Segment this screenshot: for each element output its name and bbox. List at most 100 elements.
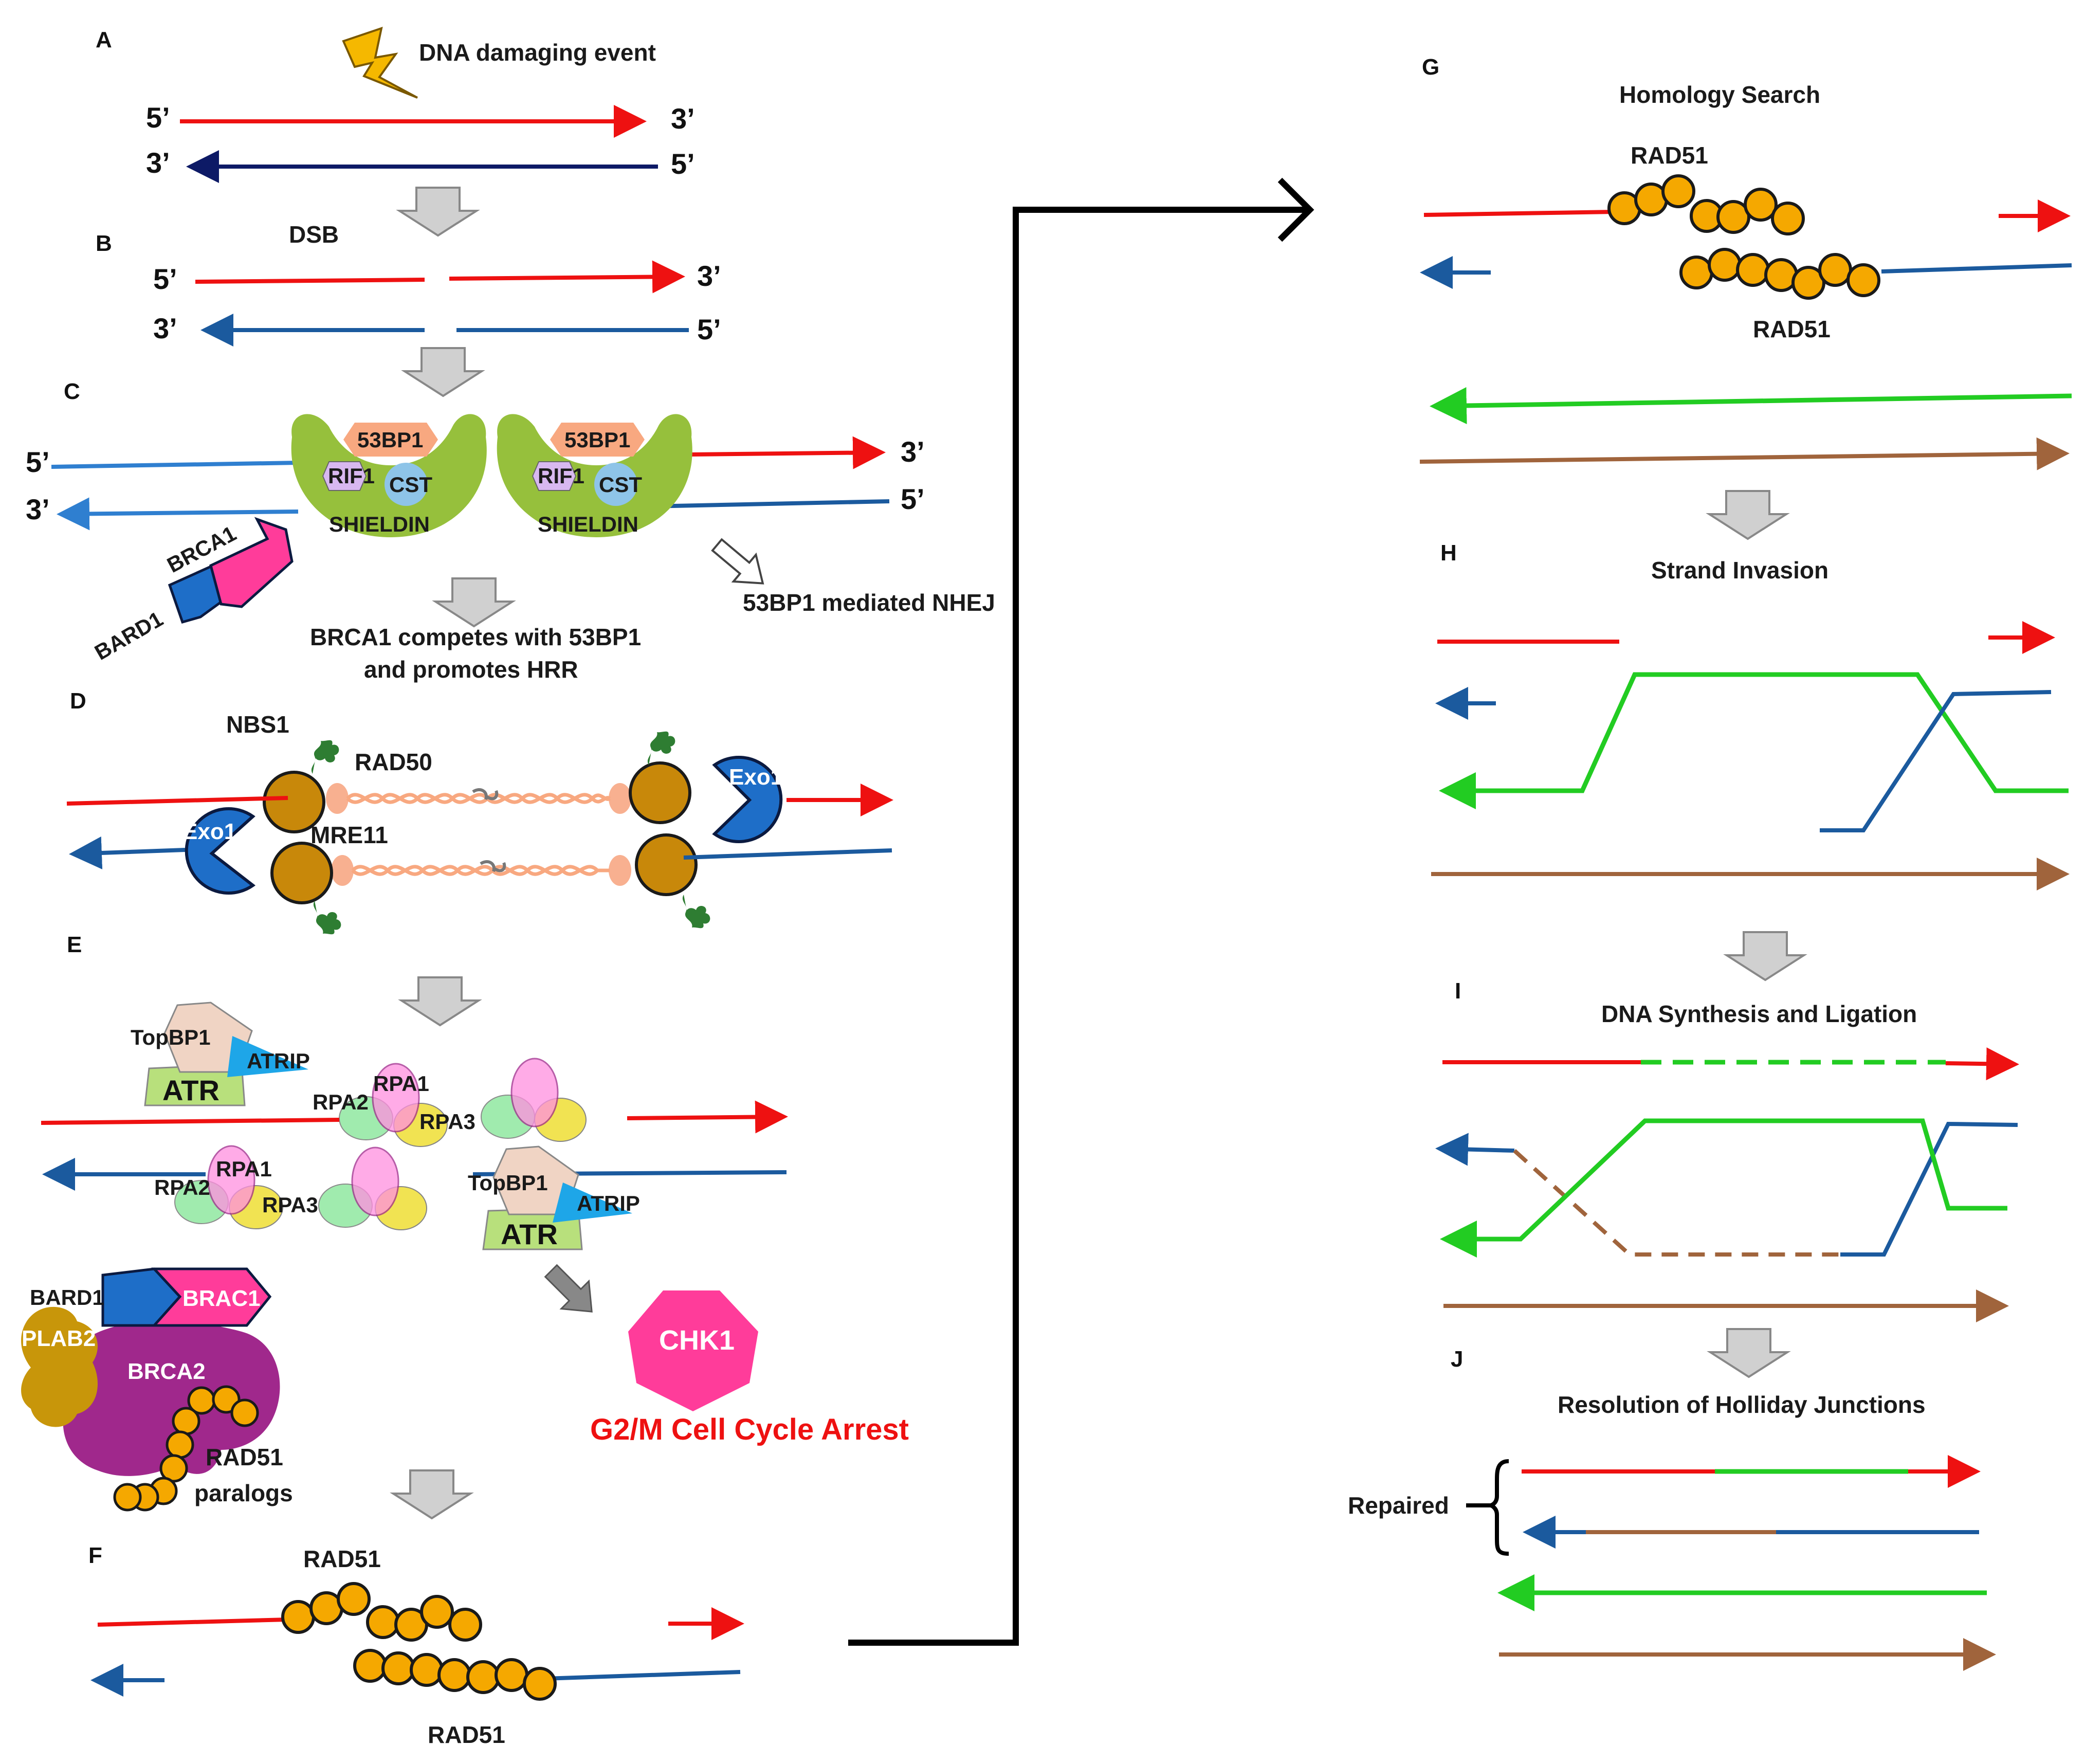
b-bottom-5prime: 5’: [697, 313, 721, 345]
h-green-strand: [1439, 672, 2069, 809]
atrip-shape-top: [227, 1036, 308, 1077]
resolution-title: Resolution of Holliday Junctions: [1558, 1391, 1926, 1418]
g-donor-brown-strand: [1419, 437, 2070, 470]
b-top-5prime: 5’: [153, 263, 177, 295]
g-bottom-right-strand: [1881, 263, 2072, 274]
a-bottom-5prime: 5’: [671, 148, 695, 180]
rad51-label-g-top: RAD51: [1631, 142, 1708, 169]
rad50-coiled-coil-top: [326, 783, 631, 814]
rif1-shape-right: [532, 461, 577, 491]
step-arrow-gh: [1708, 490, 1787, 540]
mre11-globe-bottom-right: [635, 833, 698, 896]
lightning-icon: [342, 26, 418, 99]
exo1-label-right: Exo1: [729, 765, 783, 790]
panel-label-g: G: [1422, 54, 1439, 80]
panel-label-h: H: [1440, 540, 1457, 566]
c-right-5prime: 5’: [901, 483, 925, 515]
e-top-left-strand: [41, 1118, 340, 1125]
rif1-shape-left: [322, 461, 367, 491]
panel-label-f: F: [88, 1543, 102, 1568]
rad51-paralogs-label-1: RAD51: [206, 1444, 283, 1470]
rad51-label-g-bottom: RAD51: [1753, 316, 1831, 342]
plab2-shape: [21, 1306, 98, 1427]
53bp1-hexagon-left: [343, 423, 438, 457]
cst-label-right: CST: [599, 472, 642, 497]
a-bottom-3prime: 3’: [146, 147, 170, 179]
b-bottom-3prime: 3’: [153, 312, 177, 344]
shieldin-label-left: SHIELDIN: [329, 512, 430, 536]
e-top-right-strand: [627, 1100, 788, 1134]
mre11-globe-top-left: [263, 771, 325, 833]
atr-complex-top: TopBP1 ATRIP ATR: [131, 1002, 310, 1106]
b-top-right-strand: [449, 260, 685, 294]
mre11-globe-top-right: [629, 761, 691, 824]
panel-label-d: D: [70, 688, 86, 714]
shieldin-label-right: SHIELDIN: [538, 512, 638, 536]
atrip-shape-bottom: [553, 1183, 632, 1223]
repaired-bracket: [1466, 1459, 1509, 1556]
f-top-left-strand: [97, 1617, 288, 1627]
step-arrow-ij: [1709, 1328, 1788, 1378]
cst-circle-right: [594, 463, 637, 506]
connector-line: [848, 207, 1310, 1646]
nbs1-squiggle-3: [313, 901, 341, 935]
step-arrow-ab: [398, 187, 478, 237]
brca2-complex: BARD1 BRAC1 PLAB2 BRCA2 RAD51 paralogs: [21, 1267, 293, 1510]
shieldin-complex-right: 53BP1 RIF1 CST SHIELDIN: [497, 414, 692, 537]
rif1-label-left: RIF1: [328, 464, 375, 488]
rad51-filament-f-bottom: [355, 1650, 555, 1699]
a-top-3prime: 3’: [671, 102, 695, 135]
brac1-shape: [151, 1267, 272, 1327]
brca2-shape: [62, 1321, 280, 1476]
g-top-left-strand: [1423, 210, 1615, 217]
c-left-5prime: 5’: [26, 446, 50, 478]
i-red-right: [1945, 1047, 2019, 1081]
rpa2-label-bottom: RPA2: [154, 1175, 210, 1199]
rpa1-label-top: RPA1: [373, 1071, 429, 1096]
atr-label-top: ATR: [162, 1074, 220, 1106]
dsb-label: DSB: [289, 221, 339, 248]
c-left-bottom-strand: [57, 497, 299, 531]
rif1-label-right: RIF1: [538, 464, 584, 488]
topbp1-label-bottom: TopBP1: [468, 1171, 548, 1195]
c-left-top-strand: [51, 461, 299, 469]
arrest-label: G2/M Cell Cycle Arrest: [590, 1413, 909, 1446]
rad51-label-f-bottom: RAD51: [428, 1721, 505, 1748]
shieldin-complex-left: 53BP1 RIF1 CST SHIELDIN: [291, 414, 487, 537]
chk1-label: CHK1: [659, 1325, 735, 1356]
rpa-cluster-top-2: [481, 1058, 587, 1142]
rad50-coiled-coil-bottom: [331, 855, 631, 886]
cst-circle-left: [385, 463, 428, 506]
exo1-label-left: Exo1: [182, 819, 236, 844]
g-donor-green-strand: [1430, 387, 2072, 424]
rpa2-label-top: RPA2: [313, 1090, 369, 1114]
53bp1-hexagon-right: [550, 423, 645, 457]
step-arrow-cd: [434, 577, 514, 627]
rad51-label-f-top: RAD51: [303, 1545, 381, 1572]
f-bottom-right-strand: [544, 1670, 741, 1681]
d-right-bottom-strand: [683, 848, 892, 860]
mre11-globe-bottom-left: [270, 842, 333, 904]
brac1-label: BRAC1: [182, 1286, 261, 1311]
panel-label-b: B: [96, 231, 112, 256]
brca1-shape: [209, 517, 294, 608]
nbs1-squiggle-2: [647, 731, 675, 765]
exo1-pacman-left: Exo1: [182, 807, 256, 895]
rpa-cluster-bottom-1: RPA2 RPA1 RPA3: [154, 1145, 318, 1229]
nhej-label: 53BP1 mediated NHEJ: [743, 589, 995, 616]
c-right-bottom-strand: [648, 499, 890, 508]
cst-label-left: CST: [389, 472, 432, 497]
topbp1-label-top: TopBP1: [131, 1025, 211, 1049]
chk1-heptagon: [628, 1290, 758, 1411]
rpa-cluster-bottom-2: [318, 1147, 427, 1230]
damaging-event-label: DNA damaging event: [419, 39, 656, 66]
synthesis-title: DNA Synthesis and Ligation: [1601, 1001, 1917, 1027]
bard1-label-e: BARD1: [30, 1285, 104, 1310]
c-right-3prime: 3’: [901, 435, 925, 468]
brca2-label: BRCA2: [127, 1359, 206, 1384]
step-arrow-bc: [404, 347, 483, 397]
brca1-bard1-complex: BRCA1 BARD1: [90, 517, 294, 665]
panel-label-e: E: [67, 932, 82, 957]
bard1-label-c: BARD1: [90, 607, 167, 665]
